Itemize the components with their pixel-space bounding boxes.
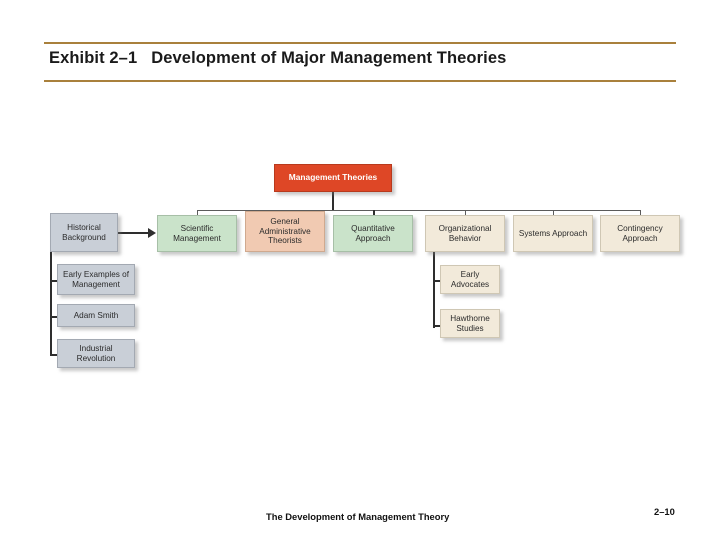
node-adam-smith[interactable]: Adam Smith [57, 304, 135, 327]
connector-bus-horizontal [197, 210, 641, 211]
connector-stub-hawthorne-studies [433, 325, 441, 327]
connector-stub-adam-smith [50, 316, 58, 318]
connector-ob-spine [433, 252, 435, 328]
connector-stub-early-examples [50, 280, 58, 282]
node-contingency-approach[interactable]: Contingency Approach [600, 215, 680, 252]
footer-caption: The Development of Management Theory [266, 511, 450, 522]
connector-historical-spine [50, 252, 52, 356]
node-historical-background[interactable]: Historical Background [50, 213, 118, 252]
connector-root-stem [332, 192, 334, 211]
page-title: Exhibit 2–1 Development of Major Manageme… [49, 49, 506, 68]
node-industrial-revolution[interactable]: Industrial Revolution [57, 339, 135, 368]
node-early-advocates[interactable]: Early Advocates [440, 265, 500, 294]
exhibit-label: Exhibit 2–1 [49, 49, 138, 67]
arrow-historical-to-scientific-head [148, 228, 156, 238]
node-organizational-behavior[interactable]: Organizational Behavior [425, 215, 505, 252]
node-management-theories[interactable]: Management Theories [274, 164, 392, 192]
connector-stub-industrial-revolution [50, 354, 58, 356]
node-scientific-management[interactable]: Scientific Management [157, 215, 237, 252]
node-general-administrative-theorists[interactable]: General Administrative Theorists [245, 211, 325, 252]
node-hawthorne-studies[interactable]: Hawthorne Studies [440, 309, 500, 338]
slide-number: 2–10 [654, 506, 675, 517]
node-quantitative-approach[interactable]: Quantitative Approach [333, 215, 413, 252]
node-early-examples-of-management[interactable]: Early Examples of Management [57, 264, 135, 295]
connector-stub-early-advocates [433, 280, 441, 282]
header-rule-top [44, 42, 676, 44]
arrow-historical-to-scientific-shaft [117, 232, 150, 234]
node-systems-approach[interactable]: Systems Approach [513, 215, 593, 252]
exhibit-title-text: Development of Major Management Theories [151, 49, 507, 67]
header-rule-bottom [44, 80, 676, 82]
